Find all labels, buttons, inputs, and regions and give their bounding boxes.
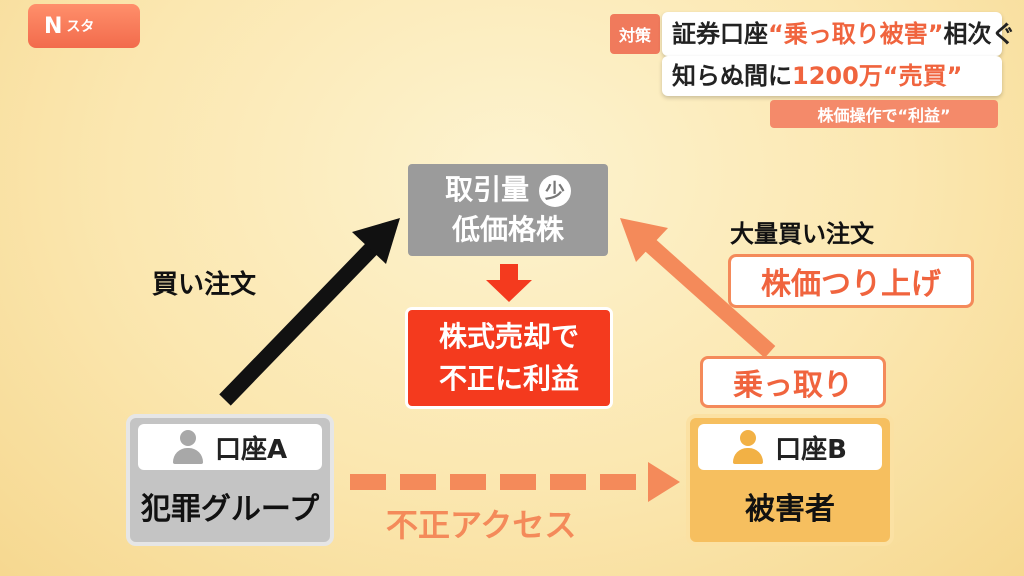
sell-arrow-head (486, 280, 532, 302)
access-arrowhead (648, 462, 680, 502)
person-icon (733, 430, 764, 464)
headline-line1-c: 相次ぐ (943, 20, 1016, 48)
profit-box: 株式売却で 不正に利益 (408, 310, 610, 406)
target-stock-volume: 取引量 (445, 173, 530, 206)
bulk-buy-arrow (634, 230, 776, 358)
headline-line1-b: “乗っ取り被害” (768, 20, 944, 48)
price-pump-label: 株価つり上げ (728, 254, 974, 308)
logo-text: N (44, 13, 63, 39)
headline-line2-a: 知らぬ間に (672, 62, 792, 90)
buy-order-arrowhead (352, 218, 400, 264)
low-badge: 少 (538, 175, 571, 207)
account-b-name: 被害者 (745, 492, 835, 527)
profit-line2: 不正に利益 (438, 362, 579, 395)
account-b-head: 口座B (698, 424, 882, 470)
headline-line2: 知らぬ間に1200万“売買” (662, 56, 1002, 96)
channel-logo: N スタ (28, 4, 140, 48)
buy-order-arrow (219, 234, 386, 406)
logo-sub: スタ (66, 19, 95, 35)
buy-order-label: 買い注文 (152, 270, 257, 300)
headline-line1-a: 証券口座 (672, 20, 768, 48)
headline-line1: 証券口座“乗っ取り被害”相次ぐ (662, 12, 1016, 56)
headline-sub: 株価操作で“利益” (770, 100, 998, 128)
profit-line1: 株式売却で (438, 320, 579, 353)
takeover-label: 乗っ取り (700, 356, 886, 408)
target-stock-line2: 低価格株 (451, 213, 564, 246)
account-a-head: 口座A (138, 424, 322, 470)
person-icon (172, 430, 203, 464)
account-b-card: 口座B 被害者 (686, 414, 894, 546)
account-a-card: 口座A 犯罪グループ (126, 414, 334, 546)
account-b-label: 口座B (775, 434, 847, 465)
account-a-name: 犯罪グループ (140, 492, 320, 527)
bulk-buy-arrowhead (620, 218, 668, 262)
bulk-buy-label: 大量買い注文 (730, 220, 874, 248)
sell-arrow-shaft (500, 264, 518, 282)
target-stock-line1: 取引量 少 (408, 170, 608, 210)
account-a-label: 口座A (214, 434, 288, 465)
unauthorized-access-label: 不正アクセス (386, 506, 577, 544)
headline-caption: 対策 証券口座“乗っ取り被害”相次ぐ 知らぬ間に1200万“売買” (610, 8, 1016, 96)
headline-tag: 対策 (610, 14, 660, 54)
target-stock-box: 取引量 少 低価格株 (408, 164, 608, 256)
headline-line2-b: 1200万“売買” (792, 62, 963, 90)
